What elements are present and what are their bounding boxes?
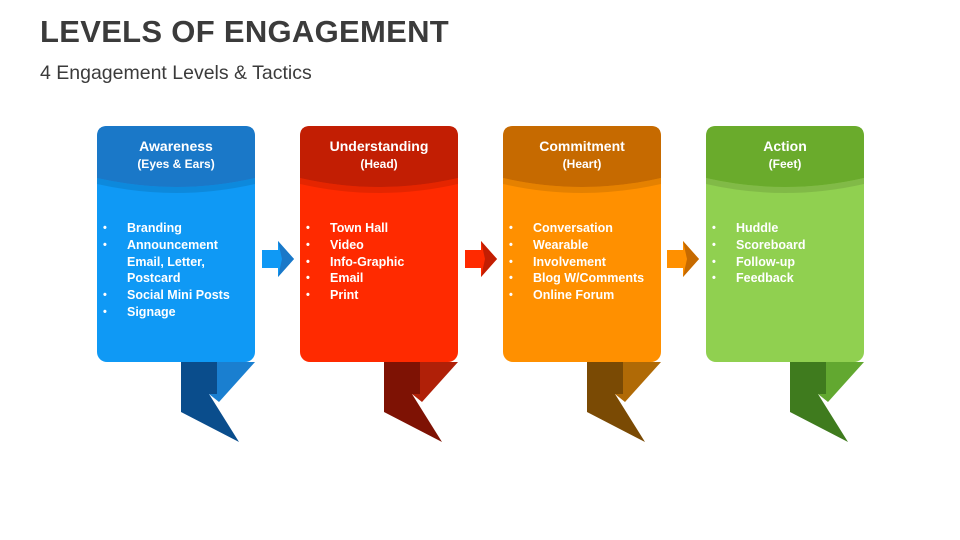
level-card-action: Action (Feet) HuddleScoreboardFollow-upFee… — [706, 126, 864, 442]
tactic-item: Blog W/Comments — [509, 270, 657, 287]
tactic-item: Scoreboard — [712, 237, 860, 254]
tactic-item: Wearable — [509, 237, 657, 254]
tactic-item: Town Hall — [306, 220, 454, 237]
ribbon-tail — [587, 362, 645, 442]
card-heading: Action (Feet) — [706, 138, 864, 171]
level-title: Understanding — [329, 138, 429, 154]
header-shadow — [300, 178, 458, 193]
tactic-item: Email — [306, 270, 454, 287]
tactic-item: Signage — [103, 304, 251, 321]
ribbon-tail — [384, 362, 442, 442]
tactic-list: Town HallVideoInfo-GraphicEmailPrint — [306, 220, 454, 304]
level-card-commitment: Commitment (Heart) ConversationWearableInv… — [503, 126, 661, 442]
tactic-list: HuddleScoreboardFollow-upFeedback — [712, 220, 860, 287]
card-heading: Commitment (Heart) — [503, 138, 661, 171]
tactic-list: BrandingAnnouncement Email, Letter, Post… — [103, 220, 251, 321]
tactic-item: Huddle — [712, 220, 860, 237]
card-header — [97, 126, 255, 187]
tactic-item: Follow-up — [712, 254, 860, 271]
tactic-item: Info-Graphic — [306, 254, 454, 271]
slide-title: LEVELS OF ENGAGEMENT — [40, 14, 450, 49]
tactic-list: ConversationWearableInvolvementBlog W/Co… — [509, 220, 657, 304]
ribbon-tail — [181, 362, 239, 442]
tactic-item: Online Forum — [509, 287, 657, 304]
level-title: Action — [763, 138, 807, 154]
card-heading: Understanding (Head) — [300, 138, 458, 171]
level-title: Awareness — [139, 138, 213, 154]
card-heading: Awareness (Eyes & Ears) — [97, 138, 255, 171]
level-card-awareness: Awareness (Eyes & Ears) BrandingAnnounceme… — [97, 126, 255, 442]
tactic-item: Branding — [103, 220, 251, 237]
tactic-item: Involvement — [509, 254, 657, 271]
tactic-item: Print — [306, 287, 454, 304]
card-header — [706, 126, 864, 187]
tactic-item: Announcement Email, Letter, Postcard — [103, 237, 251, 287]
card-header — [300, 126, 458, 187]
level-card-understanding: Understanding (Head) Town HallVideoInfo-Gr… — [300, 126, 458, 442]
right-arrow-icon — [667, 241, 699, 277]
tactic-item: Conversation — [509, 220, 657, 237]
right-arrow-icon — [465, 241, 497, 277]
slide-subtitle: 4 Engagement Levels & Tactics — [40, 62, 312, 84]
tactic-item: Social Mini Posts — [103, 287, 251, 304]
level-subtitle: (Heart) — [562, 157, 602, 171]
header-shadow — [706, 178, 864, 193]
level-subtitle: (Feet) — [768, 157, 802, 171]
card-header — [503, 126, 661, 187]
header-shadow — [97, 178, 255, 193]
level-subtitle: (Head) — [360, 157, 398, 171]
tactic-item: Feedback — [712, 270, 860, 287]
level-subtitle: (Eyes & Ears) — [137, 157, 215, 171]
level-title: Commitment — [539, 138, 625, 154]
ribbon-tail — [790, 362, 848, 442]
tactic-item: Video — [306, 237, 454, 254]
right-arrow-icon — [262, 241, 294, 277]
header-shadow — [503, 178, 661, 193]
